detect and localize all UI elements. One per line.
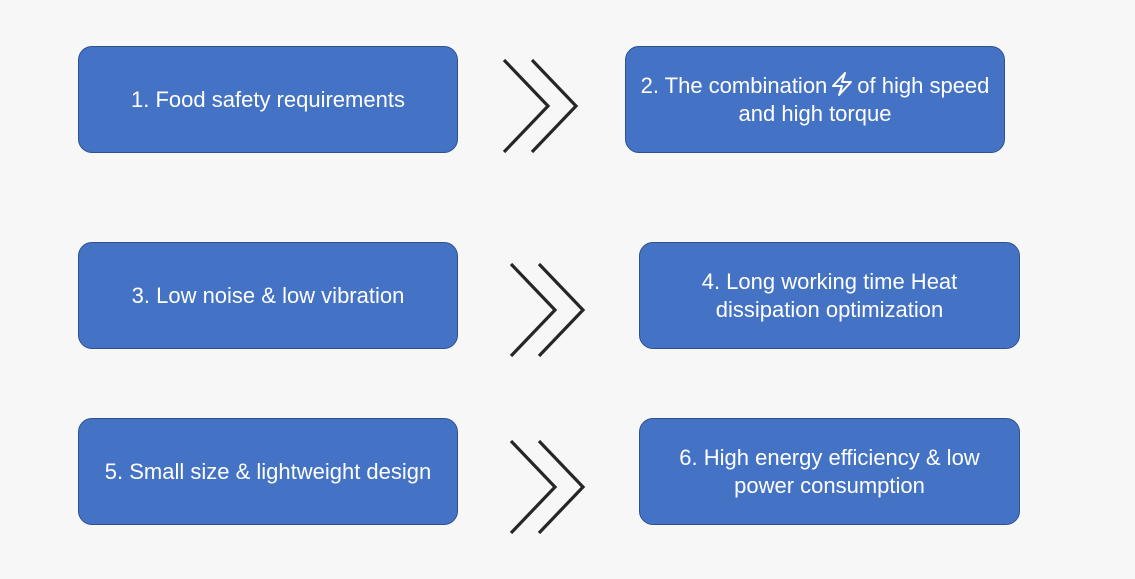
step-3-label: 3. Low noise & low vibration [131, 282, 405, 308]
step-5-label: 5. Small size & lightweight design [104, 458, 432, 484]
step-1-box: 1. Food safety requirements [78, 46, 458, 153]
step-6-label: 6. High energy efficiency & low power co… [679, 444, 980, 498]
step-2-label-before: 2. The combination [640, 73, 828, 98]
step-4-label: 4. Long working time Heat dissipation op… [701, 268, 958, 322]
double-chevron-right-icon [509, 439, 586, 535]
step-3-box: 3. Low noise & low vibration [78, 242, 458, 349]
lightning-bolt-icon [832, 72, 853, 96]
step-4-box: 4. Long working time Heat dissipation op… [639, 242, 1020, 349]
step-1-label: 1. Food safety requirements [131, 86, 405, 112]
double-chevron-right-icon [502, 58, 579, 154]
step-5-box: 5. Small size & lightweight design [78, 418, 458, 525]
step-2-label-after: of high speed and high torque [738, 73, 990, 126]
double-chevron-right-icon [509, 262, 586, 358]
step-6-box: 6. High energy efficiency & low power co… [639, 418, 1020, 525]
